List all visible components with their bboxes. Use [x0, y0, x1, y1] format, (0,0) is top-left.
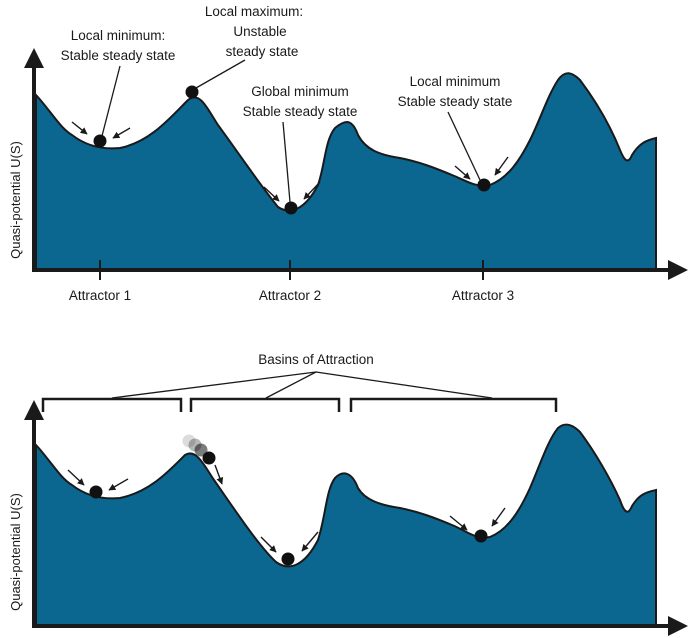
basins-pointer-left: [111, 371, 317, 399]
arrow-icon: [112, 127, 131, 139]
basin-bracket-1: [41, 397, 183, 412]
attractor-1-label: Attractor 1: [69, 288, 131, 303]
local-min-left-line-2: Stable steady state: [61, 48, 176, 63]
rolling-ball: [202, 451, 216, 465]
basin-bracket-3: [349, 397, 558, 412]
local-max-line-3: steady state: [226, 44, 299, 59]
local-min-right-line-1: Local minimum: [410, 74, 501, 89]
ball-local-min-left: [93, 134, 107, 148]
arrow-icon: [494, 156, 509, 176]
ball-local-max: [185, 85, 199, 99]
basin-bracket-2: [189, 397, 341, 412]
arrow-icon: [491, 507, 506, 527]
basins-pointer-mid: [265, 371, 317, 399]
arrow-icon: [303, 181, 321, 200]
arrow-icon: [454, 165, 471, 180]
arrow-icon: [71, 121, 88, 135]
top-x-axis-arrowhead: [668, 260, 688, 280]
arrow-icon: [214, 464, 224, 485]
basins-pointer-right: [315, 371, 493, 399]
rolling-ball-ghost: [194, 443, 208, 457]
top-y-axis-arrowhead: [24, 48, 44, 68]
bottom-panel: Quasi-potential U(S) Basins of Attractio…: [8, 352, 688, 636]
bottom-y-axis-arrowhead: [24, 400, 44, 420]
global-min-line-1: Global minimum: [251, 84, 349, 99]
local-max-pointer: [195, 59, 246, 89]
arrow-icon: [301, 531, 319, 552]
ball-global-min: [284, 201, 298, 215]
ball-basin-3: [474, 529, 488, 543]
arrow-icon: [260, 536, 277, 553]
global-min-pointer: [282, 121, 291, 203]
arrow-icon: [108, 478, 129, 491]
arrow-icon: [67, 469, 85, 486]
ball-local-min-right: [477, 178, 491, 192]
local-min-right-pointer: [447, 111, 481, 181]
attractor-3-label: Attractor 3: [452, 288, 514, 303]
rolling-ball-ghost: [182, 434, 196, 448]
ball-basin-2: [281, 552, 295, 566]
arrow-icon: [263, 186, 280, 202]
local-min-left-pointer: [101, 65, 121, 137]
local-min-right-line-2: Stable steady state: [398, 94, 513, 109]
global-min-line-2: Stable steady state: [243, 104, 358, 119]
bottom-y-axis-label: Quasi-potential U(S): [8, 493, 23, 611]
top-panel: Quasi-potential U(S) Attractor 1 Attract…: [8, 4, 688, 303]
bottom-landscape: [35, 423, 657, 626]
bottom-x-axis-arrowhead: [668, 616, 688, 636]
local-max-line-2: Unstable: [233, 24, 286, 39]
top-landscape: [35, 72, 657, 271]
local-min-left-line-1: Local minimum:: [71, 28, 166, 43]
local-max-line-1: Local maximum:: [205, 4, 303, 19]
top-y-axis-label: Quasi-potential U(S): [8, 141, 23, 259]
attractor-2-label: Attractor 2: [259, 288, 321, 303]
arrow-icon: [449, 515, 468, 531]
ball-basin-1: [89, 485, 103, 499]
basins-title: Basins of Attraction: [258, 352, 374, 367]
